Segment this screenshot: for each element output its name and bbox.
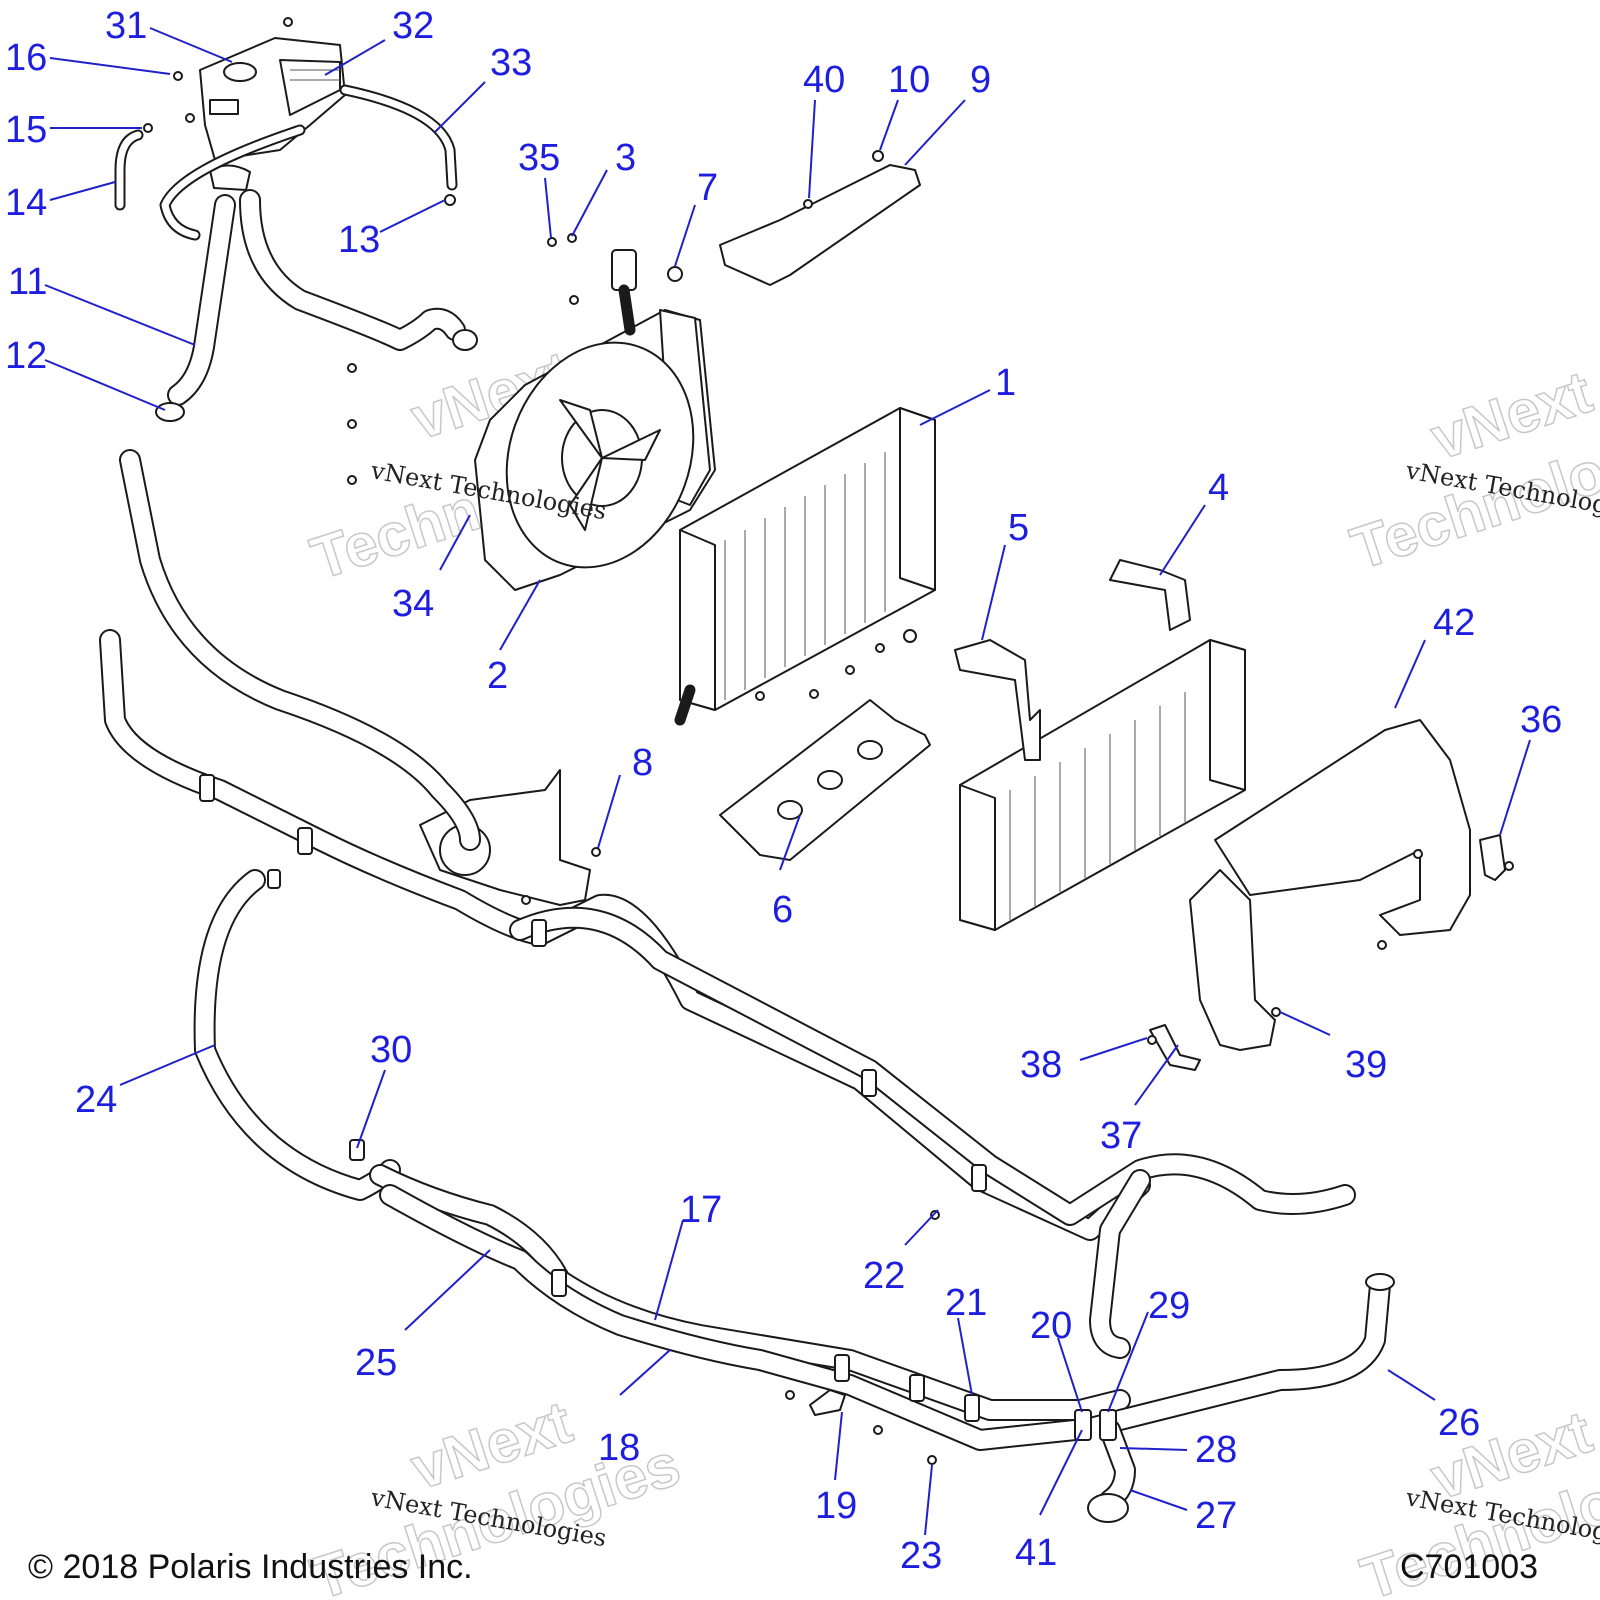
vent-hose [114,129,144,211]
lower-mount-bracket [719,699,931,861]
lower-pipes [369,1164,1131,1451]
hose-24 [193,869,401,1201]
rear-radiator-fins [1009,692,1186,920]
callout-20: 20 [1030,1305,1072,1347]
hose-clamps [199,774,1117,1441]
callout-27: 27 [1195,1495,1237,1537]
callout-10: 10 [888,59,930,101]
callout-40: 40 [803,59,845,101]
callout-23: 23 [900,1535,942,1577]
callout-29: 29 [1148,1285,1190,1327]
callout-3: 3 [615,137,636,179]
coolant-reservoir [199,37,346,191]
callout-16: 16 [5,37,47,79]
callout-35: 35 [518,137,560,179]
callout-9: 9 [970,59,991,101]
callout-8: 8 [632,742,653,784]
callout-38: 38 [1020,1044,1062,1086]
callout-17: 17 [680,1189,722,1231]
callout-31: 31 [105,5,147,47]
callout-21: 21 [945,1282,987,1324]
support-bracket-42 [1189,719,1471,1051]
callout-19: 19 [815,1485,857,1527]
overflow-hose [159,84,458,241]
leader-lines [44,27,1531,1536]
fan-shroud [474,249,716,591]
callout-34: 34 [392,583,434,625]
upper-bracket [719,164,921,286]
radiator-brackets [954,559,1191,761]
callout-12: 12 [5,335,47,377]
callout-42: 42 [1433,602,1475,644]
callout-7: 7 [697,167,718,209]
radiator-rear [959,639,1246,931]
callout-11: 11 [8,261,47,303]
callout-22: 22 [863,1255,905,1297]
callout-1: 1 [995,362,1016,404]
callout-4: 4 [1208,467,1229,509]
coolant-pipe-upper [119,449,481,851]
callout-30: 30 [370,1029,412,1071]
hose-27 [1087,1419,1136,1523]
callout-18: 18 [598,1427,640,1469]
callout-37: 37 [1100,1115,1142,1157]
radiator-core-fins [724,452,886,700]
callout-labels: 31 32 16 33 15 14 13 11 12 35 3 7 40 10 … [5,5,1562,1577]
callout-13: 13 [338,219,380,261]
callout-24: 24 [75,1079,117,1121]
radiator-front [674,407,936,726]
callout-6: 6 [772,889,793,931]
callout-26: 26 [1438,1402,1480,1444]
callout-15: 15 [5,109,47,151]
coolant-pipe-left [99,629,1356,1359]
callout-14: 14 [5,182,47,224]
hose-26 [1109,1273,1395,1431]
copyright-text: © 2018 Polaris Industries Inc. [28,1548,473,1586]
callout-36: 36 [1520,699,1562,741]
callout-2: 2 [487,655,508,697]
figure-code: C701003 [1400,1548,1538,1586]
fasteners [143,17,1514,1465]
callout-41: 41 [1015,1532,1057,1574]
callout-5: 5 [1008,507,1029,549]
callout-32: 32 [392,5,434,47]
callout-28: 28 [1195,1429,1237,1471]
callout-33: 33 [490,42,532,84]
callout-25: 25 [355,1342,397,1384]
reservoir-hose [155,189,478,422]
callout-39: 39 [1345,1044,1387,1086]
